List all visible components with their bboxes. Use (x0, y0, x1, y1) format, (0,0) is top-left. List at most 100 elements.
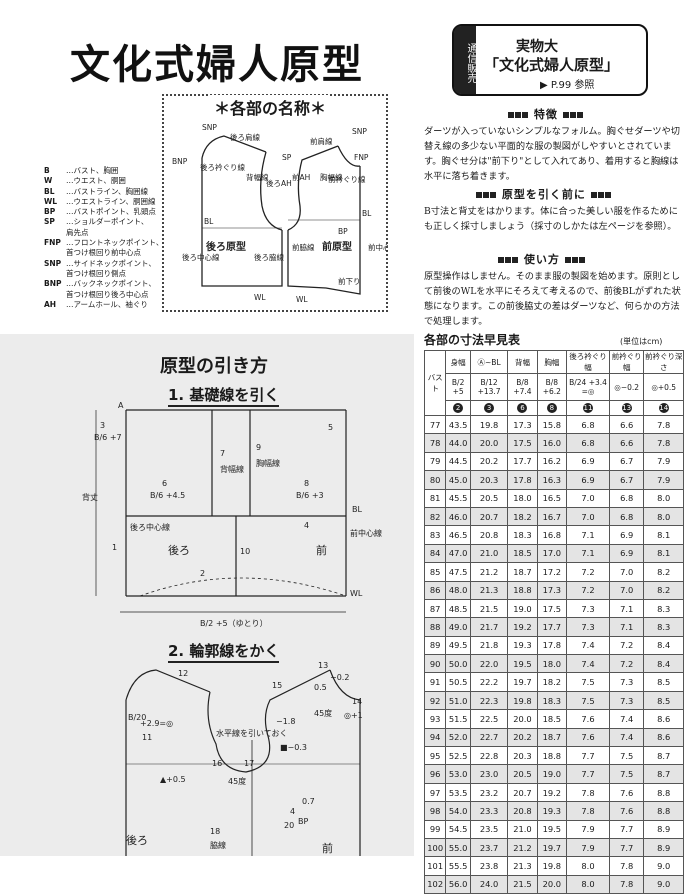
table-header: 身幅 (445, 350, 471, 374)
table-header: Ⓐ~BL (469, 350, 509, 374)
table-cell: 19.7 (536, 837, 568, 858)
table-cell: 7.6 (566, 727, 610, 748)
draft-label-plus1: ◎+1 (344, 711, 363, 720)
table-cell: 17.0 (536, 543, 568, 564)
table-cell: 7.4 (566, 654, 610, 674)
table-formula: B/12 +13.7 (469, 373, 509, 401)
table-cell-bust: 90 (423, 654, 447, 674)
legend-text: …ウエスト、胴囲 (66, 176, 126, 186)
legend-text: …バストポイント、乳頭点 (66, 207, 156, 217)
table-cell: 7.3 (566, 617, 610, 637)
table-step-number: 8 (536, 400, 568, 416)
legend-text: 首つけ根回り後ろ中心点 (66, 289, 149, 299)
table-cell: 8.9 (643, 819, 684, 839)
table-cell: 55.0 (445, 837, 471, 858)
page-title: 文化式婦人原型 (70, 42, 364, 88)
table-cell: 17.3 (536, 580, 568, 600)
ad-line-1: 実物大 (516, 39, 558, 55)
label-front-shoulder: 前肩線 (310, 136, 333, 146)
table-cell: 7.9 (643, 451, 684, 472)
draft-label-back-length: 背丈 (82, 492, 98, 502)
legend-text: …フロントネックポイント、 (66, 238, 164, 248)
table-cell: 7.5 (566, 690, 610, 711)
table-header: 前衿ぐり幅 (608, 350, 645, 374)
draft-label-6: 6 (162, 479, 167, 488)
table-cell: 16.2 (536, 451, 568, 472)
table-cell: 8.2 (643, 562, 684, 582)
table-cell: 21.3 (507, 856, 538, 876)
table-cell: 50.5 (445, 672, 471, 692)
step-1-title: 1. 基礎線を引く (168, 384, 280, 407)
table-cell: 17.8 (536, 635, 568, 656)
features-body: ダーツが入っていないシンプルなフォルム。胸ぐせダーツや切替え線の多少ない平面的な… (424, 126, 680, 182)
table-cell: 8.5 (643, 672, 684, 692)
table-cell-bust: 92 (423, 690, 447, 711)
table-cell: 16.0 (536, 433, 568, 453)
legend-key: AH (44, 299, 57, 309)
draft-label-horizontal: 水平線を引いておく (216, 728, 288, 738)
table-cell: 7.4 (608, 709, 645, 729)
table-cell: 18.7 (536, 727, 568, 748)
table-cell: 53.5 (445, 782, 471, 803)
table-step-number: 11 (566, 400, 610, 416)
before-drafting-heading: 原型を引く前に (476, 186, 612, 202)
table-cell: 6.6 (608, 433, 645, 453)
table-formula: ◎+0.5 (643, 373, 684, 401)
table-cell: 8.8 (643, 782, 684, 803)
table-cell-bust: 91 (423, 672, 447, 692)
label-back-shoulder: 後ろ肩線 (230, 132, 260, 142)
table-cell: 8.0 (566, 856, 610, 876)
draft-label-5: 5 (328, 423, 333, 432)
table-cell: 7.2 (608, 654, 645, 674)
table-cell: 20.0 (507, 709, 538, 729)
drafting-diagram: A 3 B/6 +7 背丈 5 6 B/6 +4.5 7 背幅線 9 胸幅線 8… (82, 401, 382, 856)
table-cell: 24.0 (469, 874, 509, 894)
table-cell: 23.2 (469, 782, 509, 803)
table-cell-bust: 77 (423, 414, 447, 435)
legend-key: W (44, 176, 53, 186)
drafting-panel (0, 334, 414, 856)
table-cell: 52.5 (445, 746, 471, 766)
table-cell: 7.6 (608, 782, 645, 803)
table-cell: 48.5 (445, 598, 471, 619)
table-cell: 21.5 (469, 598, 509, 619)
table-cell: 7.0 (608, 562, 645, 582)
size-table-unit: (単位はcm) (620, 337, 663, 346)
table-cell: 17.5 (507, 433, 538, 453)
table-cell-bust: 86 (423, 580, 447, 600)
draft-label-bl: BL (352, 505, 362, 514)
draft-label-side: 脇線 (210, 840, 226, 850)
table-cell: 7.2 (566, 580, 610, 600)
label-wl-right: WL (296, 295, 308, 304)
table-cell: 8.0 (566, 874, 610, 894)
table-cell: 19.0 (536, 764, 568, 784)
draft-label-front-center: 前中心線 (350, 528, 382, 538)
legend-key (44, 269, 66, 279)
table-cell: 21.2 (507, 837, 538, 858)
table-cell: 45.0 (445, 470, 471, 490)
table-cell-bust: 87 (423, 598, 447, 619)
label-wl-left: WL (254, 293, 266, 302)
table-cell: 22.7 (469, 727, 509, 748)
table-cell: 21.2 (469, 562, 509, 582)
table-cell-bust: 84 (423, 543, 447, 564)
table-cell: 16.3 (536, 470, 568, 490)
table-cell: 49.0 (445, 617, 471, 637)
table-cell: 6.6 (608, 414, 645, 435)
table-cell: 20.2 (507, 727, 538, 748)
table-cell-bust: 94 (423, 727, 447, 748)
table-cell: 7.1 (608, 617, 645, 637)
draft-label-12: 12 (178, 669, 188, 678)
ad-page-ref: ▶ P.99 参照 (540, 80, 595, 91)
table-cell: 7.0 (566, 506, 610, 527)
before-drafting-heading-text: 原型を引く前に (501, 188, 586, 201)
table-cell: 48.0 (445, 580, 471, 600)
table-cell: 6.9 (566, 470, 610, 490)
table-cell: 15.8 (536, 414, 568, 435)
legend-text: …バックネックポイント、 (66, 279, 156, 289)
draft-label-wl: WL (350, 589, 363, 598)
